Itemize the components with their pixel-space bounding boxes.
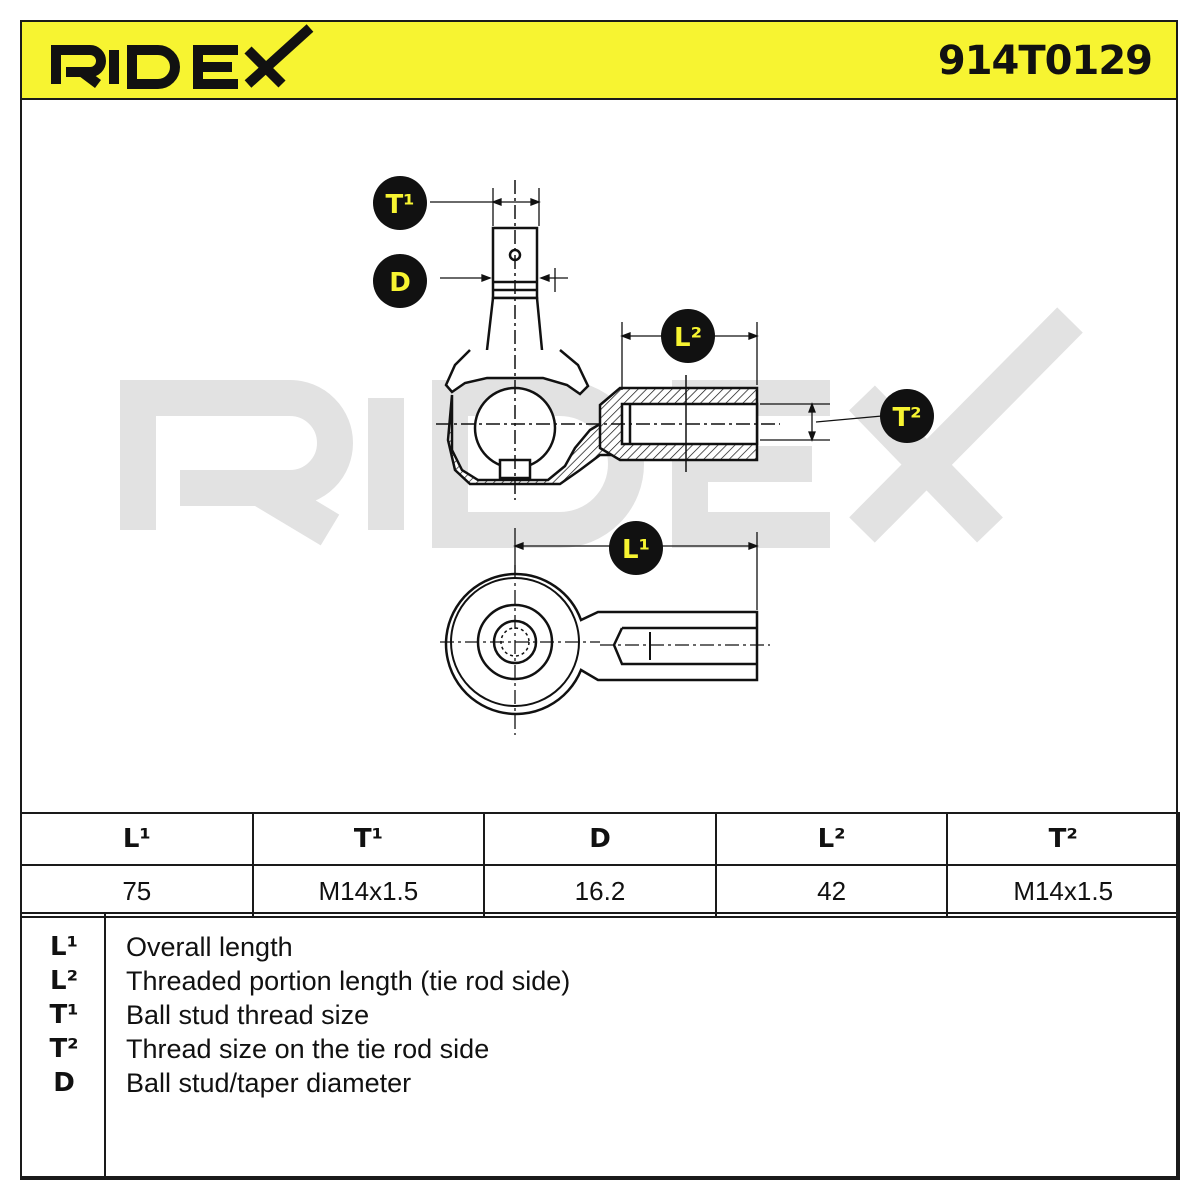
ridex-logo bbox=[51, 24, 314, 89]
legend-symbol: L² bbox=[50, 966, 78, 996]
spec-value-t2: M14x1.5 bbox=[946, 864, 1180, 918]
spec-header-l2: L² bbox=[714, 812, 949, 866]
spec-table-header-row: L¹ T¹ D L² T² bbox=[20, 812, 1180, 866]
legend-row-t1: T¹ Ball stud thread size bbox=[22, 998, 1178, 1032]
legend-description: Threaded portion length (tie rod side) bbox=[126, 966, 571, 996]
legend-row-l2: L² Threaded portion length (tie rod side… bbox=[22, 964, 1178, 998]
spec-header-t1: T¹ bbox=[251, 812, 486, 866]
svg-text:T¹: T¹ bbox=[385, 190, 414, 220]
legend-row-t2: T² Thread size on the tie rod side bbox=[22, 1032, 1178, 1066]
svg-text:T²: T² bbox=[892, 403, 921, 433]
spec-table-value-row: 75 M14x1.5 16.2 42 M14x1.5 bbox=[20, 864, 1180, 918]
callout-t1: T¹ bbox=[373, 176, 427, 230]
legend-description: Thread size on the tie rod side bbox=[126, 1034, 490, 1064]
spec-header-t2: T² bbox=[946, 812, 1180, 866]
spec-value-l2: 42 bbox=[714, 864, 949, 918]
svg-text:L¹: L¹ bbox=[622, 535, 650, 565]
callout-l2: L² bbox=[661, 309, 715, 363]
ridex-watermark bbox=[120, 307, 1083, 548]
legend-divider bbox=[104, 914, 106, 1178]
legend-description: Ball stud thread size bbox=[126, 1000, 370, 1030]
legend-description: Ball stud/taper diameter bbox=[126, 1068, 412, 1098]
legend: L¹ Overall length L² Threaded portion le… bbox=[20, 912, 1180, 1180]
callout-d: D bbox=[373, 254, 427, 308]
legend-symbol: D bbox=[53, 1068, 75, 1098]
spec-header-d: D bbox=[483, 812, 717, 866]
spec-header-l1: L¹ bbox=[20, 812, 254, 866]
legend-row-l1: L¹ Overall length bbox=[22, 930, 1178, 964]
legend-symbol: T¹ bbox=[49, 1000, 79, 1030]
tie-rod-end-side-view bbox=[436, 180, 780, 500]
spec-value-t1: M14x1.5 bbox=[251, 864, 486, 918]
legend-symbol: L¹ bbox=[50, 932, 78, 962]
header-bar: 914T0129 bbox=[20, 20, 1178, 100]
svg-text:D: D bbox=[389, 268, 411, 298]
callout-l1: L¹ bbox=[609, 521, 663, 575]
legend-description: Overall length bbox=[126, 932, 293, 962]
callout-t2: T² bbox=[880, 389, 934, 443]
legend-row-d: D Ball stud/taper diameter bbox=[22, 1066, 1178, 1100]
legend-symbol: T² bbox=[49, 1034, 79, 1064]
technical-drawing: T¹ D L² T² L¹ bbox=[120, 176, 1083, 735]
part-number: 914T0129 bbox=[937, 38, 1153, 84]
spec-value-l1: 75 bbox=[20, 864, 254, 918]
svg-text:L²: L² bbox=[674, 323, 702, 353]
spec-value-d: 16.2 bbox=[483, 864, 717, 918]
dimension-lines bbox=[430, 188, 883, 610]
spec-table: L¹ T¹ D L² T² 75 M14x1.5 16.2 42 M14x1.5 bbox=[20, 812, 1180, 918]
tie-rod-end-top-view bbox=[440, 565, 770, 735]
